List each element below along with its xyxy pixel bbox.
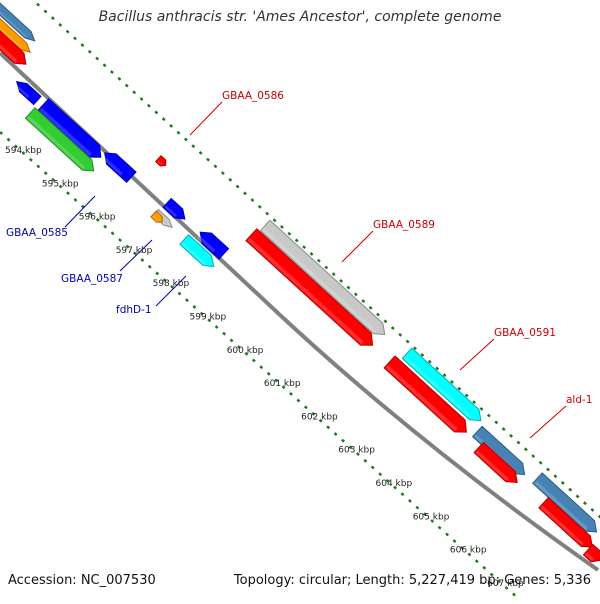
gene-feature-f8 <box>154 154 167 167</box>
gene-feature-f22 <box>582 543 600 563</box>
gene-feature-highlight-f21 <box>540 505 584 546</box>
tick-label-594: 594 kbp <box>5 146 42 156</box>
gene-feature-f19 <box>473 441 518 484</box>
tick-label-601: 601 kbp <box>264 379 301 389</box>
gene-feature-highlight-f11 <box>152 215 159 222</box>
gene-feature-highlight-f7 <box>101 155 123 176</box>
tick-label-596: 596 kbp <box>79 213 116 223</box>
gene-feature-highlight-f14 <box>261 228 377 333</box>
gene-feature-highlight-f20 <box>534 480 588 531</box>
gene-label-6: GBAA_0587 <box>61 273 123 285</box>
gene-label-leader-6 <box>119 239 153 272</box>
gene-feature-f15 <box>245 228 374 346</box>
map-title: Bacillus anthracis str. 'Ames Ancestor',… <box>98 9 502 25</box>
gene-label-leader-2 <box>341 230 374 263</box>
gene-feature-f7 <box>104 152 137 184</box>
gene-label-4: ald-1 <box>566 394 593 406</box>
gene-feature-highlight-f16 <box>403 356 473 420</box>
gene-label-leader-3 <box>459 338 495 371</box>
tick-label-597: 597 kbp <box>116 246 153 256</box>
tick-label-604: 604 kbp <box>376 479 413 489</box>
gene-feature-f9 <box>162 197 186 220</box>
gene-feature-highlight-f9 <box>164 205 177 218</box>
gene-label-3: GBAA_0591 <box>494 327 556 339</box>
gene-feature-f3 <box>0 30 27 65</box>
backbone-line <box>0 51 600 572</box>
topology-summary: Topology: circular; Length: 5,227,419 bp… <box>233 573 591 588</box>
gene-feature-f21 <box>538 496 594 548</box>
gene-label-1: GBAA_0586 <box>222 90 284 102</box>
gene-feature-f11 <box>150 210 163 223</box>
tick-label-599: 599 kbp <box>190 313 227 323</box>
gene-feature-highlight-f22 <box>584 552 594 561</box>
gene-feature-highlight-f13 <box>181 242 206 265</box>
tick-label-598: 598 kbp <box>153 279 190 289</box>
tick-label-595: 595 kbp <box>42 179 79 189</box>
gene-label-leader-4 <box>529 405 567 439</box>
gene-feature-highlight-f19 <box>475 450 509 481</box>
tick-label-607: 607 kbp <box>487 579 524 589</box>
gene-label-leader-7 <box>155 275 187 307</box>
tick-label-605: 605 kbp <box>413 512 450 522</box>
gene-feature-f1 <box>0 2 36 42</box>
gene-feature-highlight-f4 <box>14 83 30 98</box>
gene-label-2: GBAA_0589 <box>373 219 435 231</box>
gene-feature-highlight-f5 <box>39 107 92 157</box>
gene-label-7: fdhD-1 <box>116 304 152 316</box>
gene-feature-highlight-f2 <box>0 27 23 49</box>
tick-label-600: 600 kbp <box>227 346 264 356</box>
gene-feature-highlight-f12 <box>196 235 216 253</box>
gene-feature-f16 <box>401 347 482 422</box>
tick-label-603: 603 kbp <box>338 446 375 456</box>
gene-feature-highlight-f15 <box>247 237 364 345</box>
gene-label-5: GBAA_0585 <box>6 227 68 239</box>
gene-feature-f17 <box>383 355 467 433</box>
gene-feature-highlight-f17 <box>385 365 458 432</box>
gene-feature-f6 <box>24 107 95 172</box>
gene-feature-f14 <box>259 219 386 336</box>
gene-label-leader-1 <box>189 101 223 136</box>
gene-feature-f12 <box>199 231 230 260</box>
tick-label-606: 606 kbp <box>450 546 487 556</box>
gene-feature-highlight-f3 <box>0 44 18 63</box>
tick-ring-inner <box>0 131 521 601</box>
gene-feature-f4 <box>15 80 42 106</box>
gene-feature-f13 <box>179 233 215 268</box>
gene-label-leader-5 <box>64 195 96 228</box>
gene-feature-highlight-f8 <box>157 160 162 166</box>
gene-feature-highlight-f6 <box>26 115 86 170</box>
tick-ring-outer <box>31 0 600 519</box>
accession-text: Accession: NC_007530 <box>8 573 156 588</box>
tick-label-602: 602 kbp <box>301 412 338 422</box>
gene-feature-highlight-f1 <box>0 11 27 38</box>
